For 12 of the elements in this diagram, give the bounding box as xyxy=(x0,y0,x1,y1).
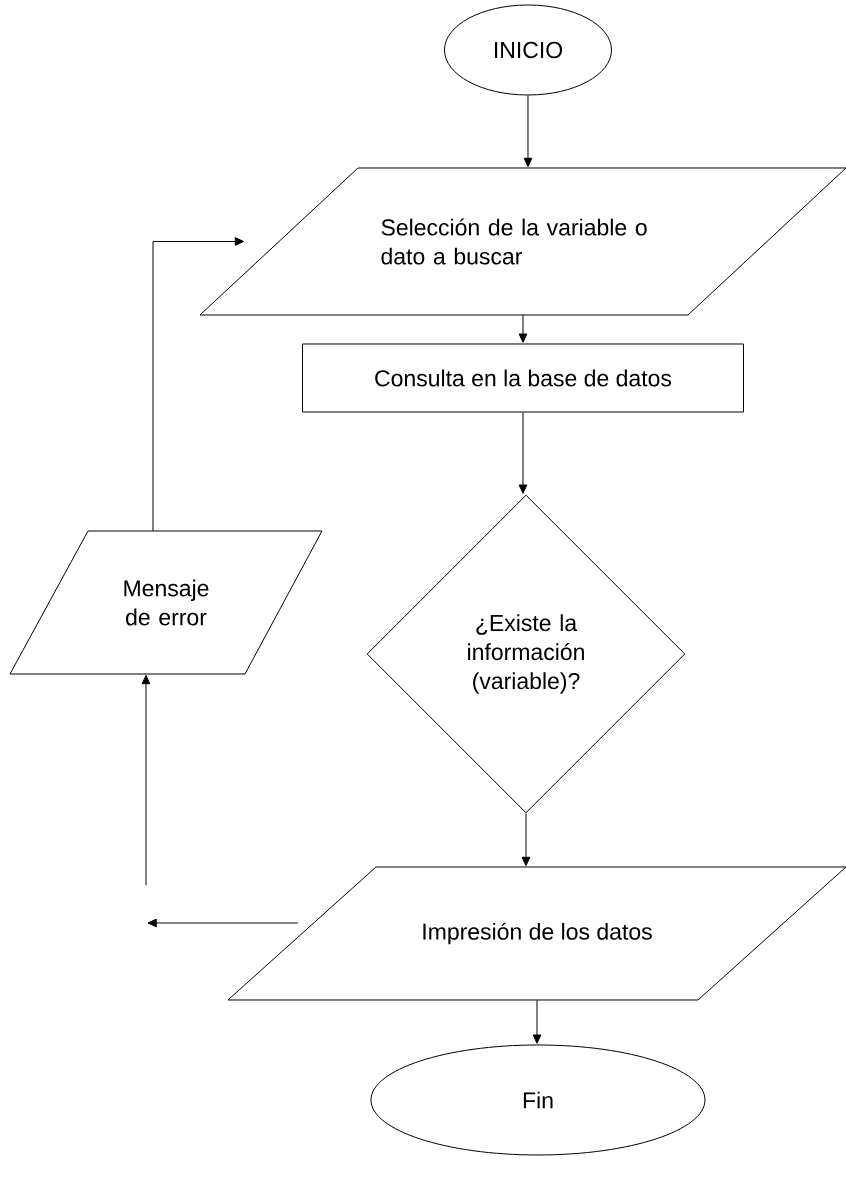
input-parallelogram: Mensaje de error xyxy=(9,530,323,675)
arrow xyxy=(521,813,531,867)
arrow xyxy=(532,999,542,1044)
process-box: Consulta en la base de datos xyxy=(302,343,744,413)
arrow xyxy=(147,918,299,928)
input-parallelogram: Impresión de los datos xyxy=(227,866,846,1001)
arrow xyxy=(518,412,528,494)
arrow xyxy=(518,314,528,343)
input-parallelogram: Selección de la variable o dato a buscar xyxy=(199,167,846,316)
arrow xyxy=(152,237,245,532)
arrow xyxy=(141,674,151,886)
arrow xyxy=(523,95,533,168)
